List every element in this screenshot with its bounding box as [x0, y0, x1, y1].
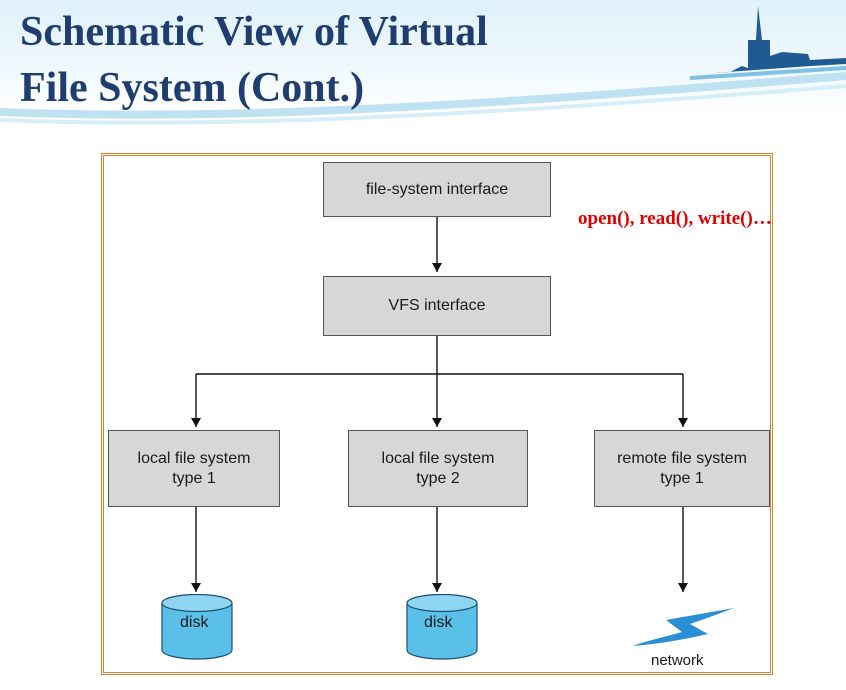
disk-2-label: disk — [424, 614, 453, 631]
network-bolt-icon — [632, 608, 734, 646]
local-fs-type1-box: local file system type 1 — [108, 430, 280, 507]
diagram-frame — [101, 153, 773, 675]
network-label: network — [651, 652, 704, 669]
vfs-interface-label: VFS interface — [388, 297, 486, 314]
file-system-interface-label: file-system interface — [365, 180, 509, 198]
header-decoration — [0, 0, 846, 125]
local-fs-type2-box: local file system type 2 — [348, 430, 528, 507]
disk-cylinder-icon — [161, 594, 233, 660]
title-line-1: Schematic View of Virtual — [20, 9, 488, 55]
slide-title: Schematic View of Virtual File System (C… — [20, 4, 488, 116]
local-fs-type1-label: local file system type 1 — [137, 449, 251, 487]
church-silhouette-icon — [690, 6, 846, 80]
remote-fs-type1-label: remote file system type 1 — [617, 449, 747, 487]
disk-1-label: disk — [180, 614, 209, 631]
syscall-annotation: open(), read(), write()… — [578, 208, 772, 229]
file-system-interface-box: file-system interface — [323, 162, 551, 217]
disk-cylinder-icon — [406, 594, 478, 660]
remote-fs-type1-box: remote file system type 1 — [594, 430, 770, 507]
local-fs-type2-label: local file system type 2 — [381, 449, 495, 487]
title-line-2: File System (Cont.) — [20, 65, 365, 111]
vfs-interface-box: VFS interface — [323, 276, 551, 336]
